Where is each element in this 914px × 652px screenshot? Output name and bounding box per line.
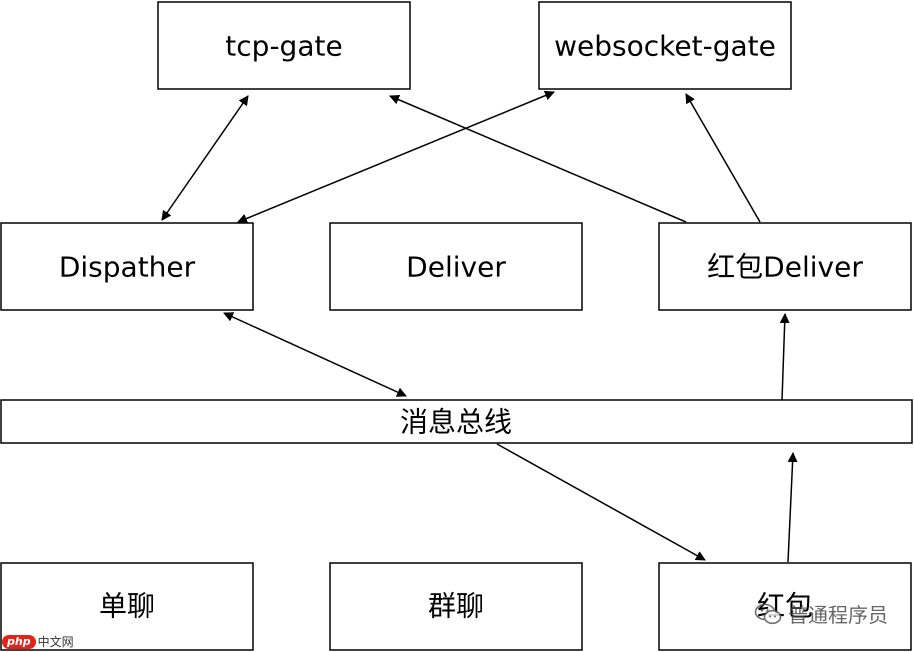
node-message-bus: 消息总线 [0, 399, 913, 444]
node-group-chat-label: 群聊 [428, 590, 484, 623]
edge-message-bus-to-hongbao [496, 443, 706, 561]
node-deliver: Deliver [329, 222, 583, 311]
php-cn-logo: php 中文网 [2, 633, 74, 650]
edge-message-bus-to-hongbao-deliver [779, 313, 790, 401]
node-single-chat-label: 单聊 [99, 590, 155, 623]
node-group-chat: 群聊 [329, 562, 583, 651]
node-single-chat: 单聊 [0, 562, 254, 651]
node-deliver-label: Deliver [406, 251, 506, 284]
php-badge: php [2, 634, 36, 649]
node-hongbao-deliver-label: 红包Deliver [707, 251, 863, 284]
node-message-bus-label: 消息总线 [400, 406, 512, 439]
edge-websocket-gate-dispather [237, 90, 555, 224]
node-websocket-gate: websocket-gate [538, 1, 792, 90]
edge-dispather-message-bus [223, 312, 407, 397]
edge-tcp-gate-dispather [161, 95, 249, 221]
node-hongbao: 红包 [658, 562, 912, 651]
edge-hongbao-deliver-to-tcp-gate [389, 94, 687, 223]
watermark-text: 普通程序员 [788, 603, 888, 627]
node-dispather: Dispather [0, 222, 254, 311]
node-tcp-gate-label: tcp-gate [225, 30, 342, 63]
edge-hongbao-deliver-to-websocket-gate [685, 93, 761, 223]
node-tcp-gate: tcp-gate [157, 1, 411, 90]
php-logo-text: 中文网 [37, 635, 74, 649]
wechat-icon [754, 603, 782, 624]
edge-hongbao-to-message-bus [787, 452, 798, 563]
node-websocket-gate-label: websocket-gate [554, 30, 776, 63]
wechat-watermark: 普通程序员 [754, 599, 888, 628]
node-hongbao-deliver: 红包Deliver [658, 222, 912, 311]
node-dispather-label: Dispather [59, 251, 196, 284]
